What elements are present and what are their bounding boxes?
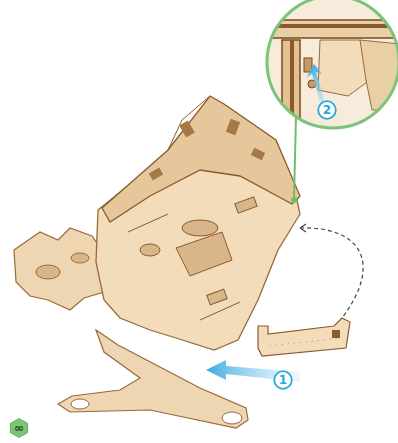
callout-number: 2: [317, 100, 337, 120]
loop-badge: ∞: [9, 418, 29, 438]
loop-badge-text: ∞: [14, 422, 24, 434]
callout-number: 1: [273, 370, 293, 390]
callout-number-text: 2: [323, 104, 331, 116]
callout-number-text: 1: [279, 374, 287, 386]
